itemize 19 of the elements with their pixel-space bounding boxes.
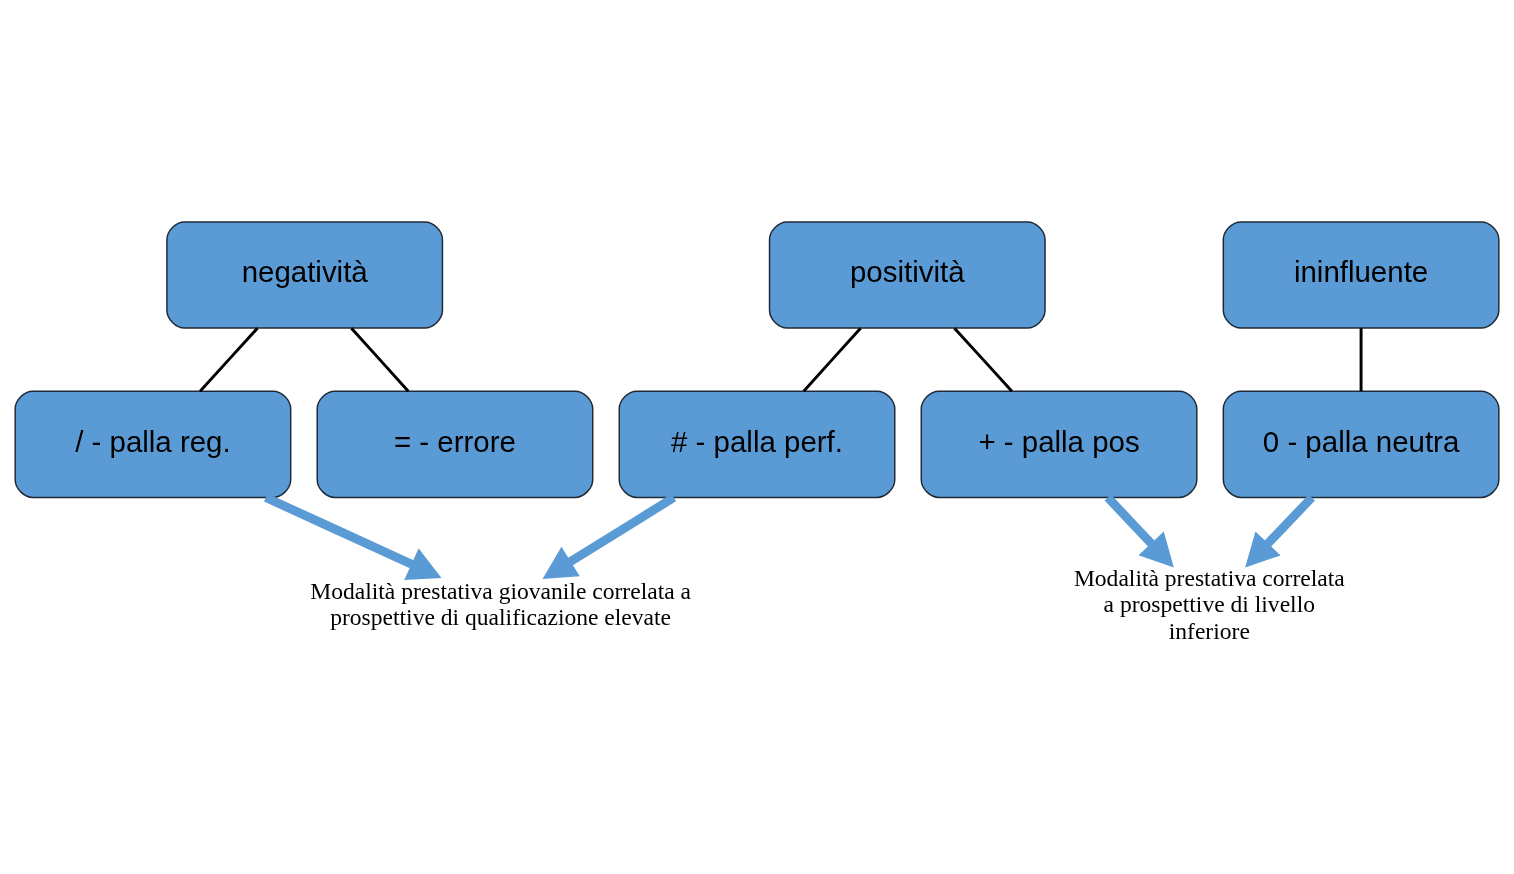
node-box: # - palla perf. [618, 390, 896, 499]
arrow [264, 493, 442, 580]
arrow [1104, 494, 1174, 568]
node-box: positività [768, 221, 1046, 329]
connector [953, 327, 1013, 393]
node-box: 0 - palla neutra [1222, 390, 1500, 499]
connector [199, 327, 259, 393]
connector [802, 327, 862, 393]
node-text: Modalità prestativa correlata a prospettive di livello inferiore [1073, 564, 1345, 644]
node-box: ininfluente [1222, 221, 1500, 329]
arrow [1245, 494, 1315, 568]
node-box: + - palla pos [920, 390, 1198, 499]
connector [350, 327, 410, 393]
node-box: / - palla reg. [14, 390, 292, 499]
node-text: Modalità prestativa giovanile correlata a prospettive di qualificazione elevate [310, 577, 692, 631]
arrow [542, 493, 677, 579]
node-box: negatività [166, 221, 444, 329]
node-box: = - errore [316, 390, 594, 499]
connector [1359, 328, 1363, 392]
